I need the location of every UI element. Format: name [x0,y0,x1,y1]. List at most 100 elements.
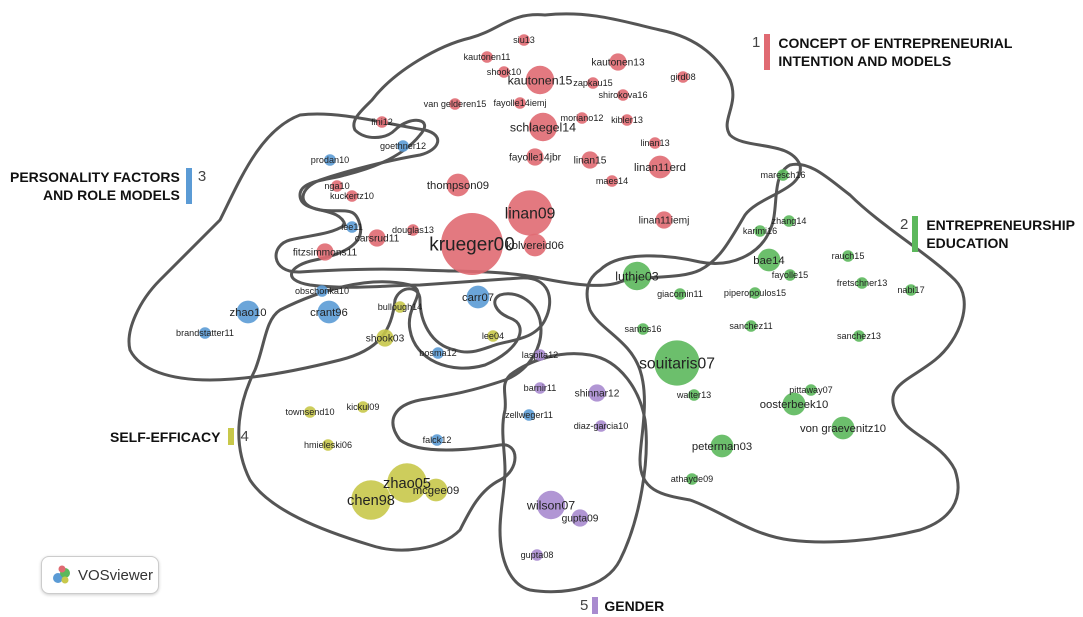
node-von-graevenitz10[interactable] [831,416,855,440]
vosviewer-logo-icon [53,565,70,584]
node-label-sanchez13: sanchez13 [837,331,881,341]
node-rauch15[interactable] [842,250,854,262]
vosviewer-badge[interactable]: VOSviewer [41,556,159,594]
node-crant96[interactable] [317,300,341,324]
node-brandstatter11[interactable] [199,327,211,339]
node-gird08[interactable] [677,71,689,83]
node-zellweger11[interactable] [523,409,535,421]
node-label-sanchez11: sanchez11 [729,321,772,331]
node-maresch16[interactable] [777,169,789,181]
node-linan15[interactable] [581,151,599,169]
node-falck12[interactable] [431,434,443,446]
node-fretschner13[interactable] [856,277,868,289]
node-van-gelderen15[interactable] [449,98,461,110]
node-peterman03[interactable] [710,434,734,458]
cluster-3-boundary [127,112,552,382]
node-pittaway07[interactable] [805,384,817,396]
node-hmieleski06[interactable] [322,439,334,451]
node-label-fayolle15: fayolle15 [772,270,808,280]
node-bosma12[interactable] [432,347,444,359]
node-label-linan15: linan15 [574,156,607,167]
node-chen98[interactable] [351,480,391,520]
node-zhao10[interactable] [236,300,260,324]
node-wilson07[interactable] [536,490,566,520]
node-kibler13[interactable] [621,114,633,126]
node-goethner12[interactable] [397,140,409,152]
node-siu13[interactable] [518,34,530,46]
node-souitaris07[interactable] [654,340,700,386]
node-label-lee11: lee11 [341,222,363,232]
node-nga10[interactable] [331,180,343,192]
node-label-kautonen15: kautonen15 [508,73,573,87]
node-linan09[interactable] [507,190,553,236]
node-barnir11[interactable] [534,382,546,394]
node-label-gupta09: gupta09 [562,514,599,525]
node-gupta08[interactable] [531,549,543,561]
node-label-schlaegel14: schlaegel14 [510,120,576,134]
node-linan11erd[interactable] [648,155,672,179]
node-athayde09[interactable] [686,473,698,485]
node-townsend10[interactable] [304,406,316,418]
node-shook10[interactable] [498,66,510,78]
node-giacomin11[interactable] [674,288,686,300]
node-santos16[interactable] [637,323,649,335]
node-label-linan13: linan13 [640,138,669,148]
node-label-athayde09: athayde09 [671,474,713,484]
node-shook03[interactable] [376,329,394,347]
node-bullough14[interactable] [394,301,406,313]
node-fini12[interactable] [376,116,388,128]
node-prodan10[interactable] [324,154,336,166]
node-carr07[interactable] [466,285,490,309]
node-zapkau15[interactable] [587,77,599,89]
node-label-souitaris07: souitaris07 [639,355,715,372]
node-sanchez13[interactable] [853,330,865,342]
node-zhang14[interactable] [783,215,795,227]
node-kuckertz10[interactable] [346,190,358,202]
node-linan11iemj[interactable] [655,211,673,229]
node-laspita12[interactable] [534,349,546,361]
node-thompson09[interactable] [446,173,470,197]
node-krueger00[interactable] [441,213,503,275]
node-fitzsimmons11[interactable] [316,243,334,261]
node-zhao05[interactable] [387,463,427,503]
node-obschonka10[interactable] [316,285,328,297]
node-diaz-garcia10[interactable] [595,420,607,432]
node-luthje03[interactable] [622,261,652,291]
node-fayolle14jbr[interactable] [526,148,544,166]
node-gupta09[interactable] [571,509,589,527]
node-lee04[interactable] [487,330,499,342]
node-label-kautonen13: kautonen13 [591,58,645,69]
node-nabi17[interactable] [905,284,917,296]
node-kautonen15[interactable] [525,65,555,95]
node-label-nabi17: nabi17 [897,285,924,295]
node-shirokova16[interactable] [617,89,629,101]
cluster-3-color-bar [185,168,192,204]
cluster-4-title: SELF-EFFICACY [110,429,221,445]
node-kickul09[interactable] [357,401,369,413]
node-label-bosma12: bosma12 [419,348,456,358]
node-oosterbeek10[interactable] [782,392,806,416]
node-shinnar12[interactable] [588,384,606,402]
node-piperopoulos15[interactable] [749,287,761,299]
cluster-1-title-line2: INTENTION AND MODELS [778,53,952,69]
node-kautonen13[interactable] [609,53,627,71]
node-kolvereid06[interactable] [523,233,547,257]
node-fayolle14iemj[interactable] [514,97,526,109]
node-schlaegel14[interactable] [528,112,558,142]
node-label-hmieleski06: hmieleski06 [304,440,352,450]
node-label-prodan10: prodan10 [311,155,349,165]
node-moriano12[interactable] [576,112,588,124]
node-kautonen11[interactable] [481,51,493,63]
node-fayolle15[interactable] [784,269,796,281]
node-douglas13[interactable] [407,224,419,236]
node-lee11[interactable] [346,221,358,233]
node-karimi16[interactable] [754,225,766,237]
node-maes14[interactable] [606,175,618,187]
node-linan13[interactable] [649,137,661,149]
node-carsrud11[interactable] [368,229,386,247]
node-walter13[interactable] [688,389,700,401]
node-mcgee09[interactable] [424,478,448,502]
node-sanchez11[interactable] [745,320,757,332]
node-bae14[interactable] [757,248,781,272]
node-label-kuckertz10: kuckertz10 [330,191,374,201]
